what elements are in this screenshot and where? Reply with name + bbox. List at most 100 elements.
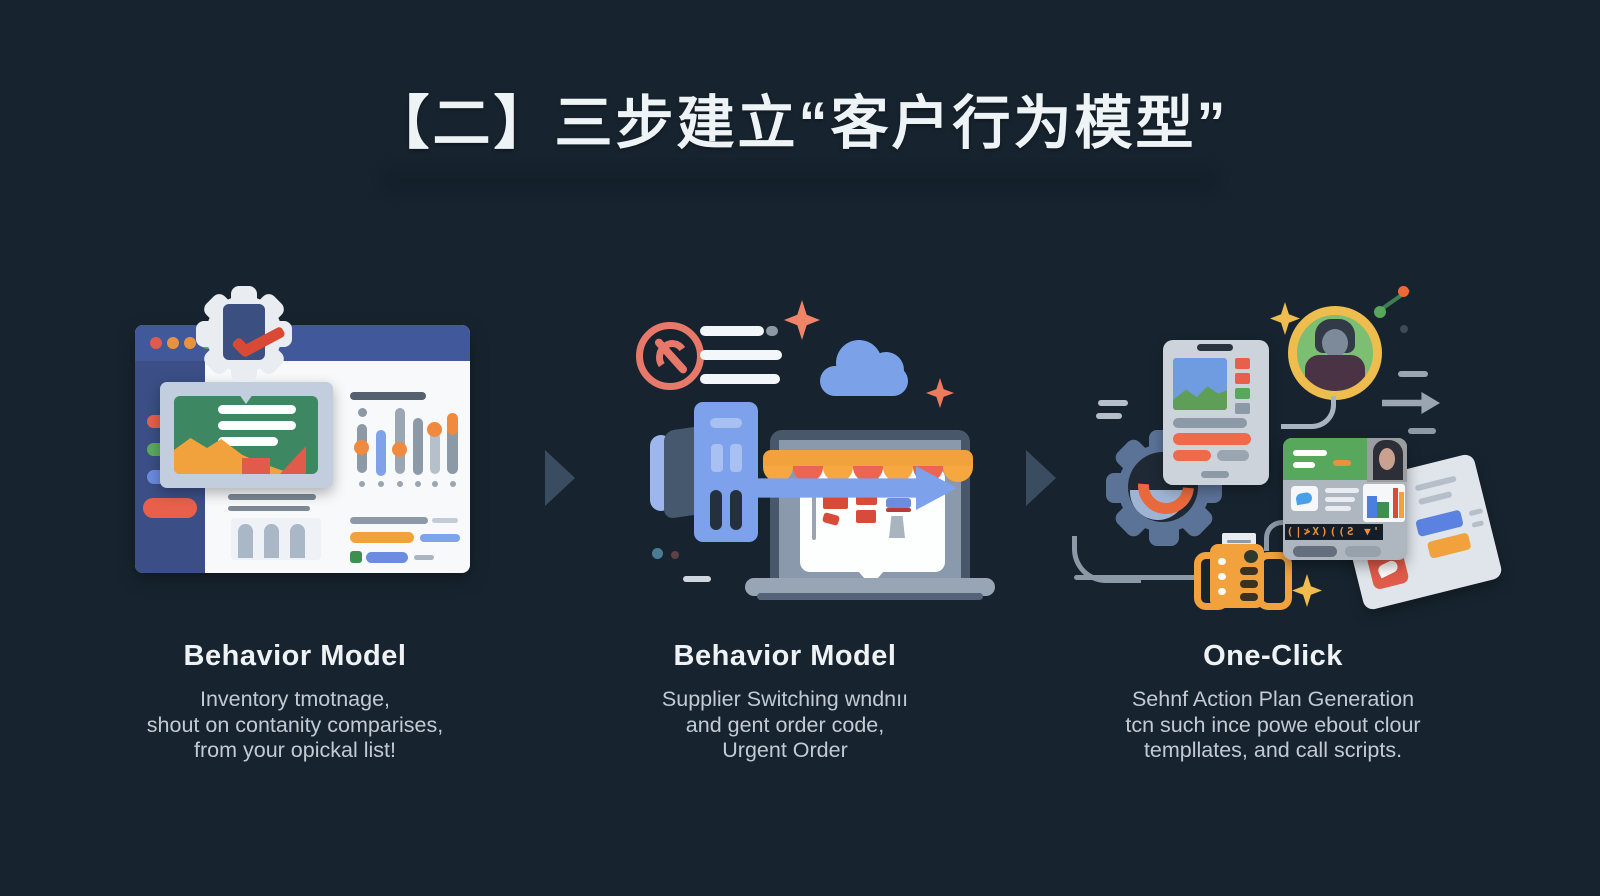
node-dot-orange xyxy=(1398,286,1409,297)
laptop-base-shadow xyxy=(757,593,983,600)
column xyxy=(290,524,305,558)
chart-bar xyxy=(413,418,423,475)
progress-bar-orange xyxy=(350,532,414,543)
chart-bar xyxy=(447,416,458,474)
axis-dot xyxy=(359,481,365,487)
slide-title: 【二】三步建立“客户行为模型” xyxy=(371,91,1229,156)
cable xyxy=(1074,575,1196,580)
chart-title-bar xyxy=(350,392,426,400)
dash-line xyxy=(1098,400,1128,406)
axis-dot xyxy=(378,481,384,487)
gear-icon xyxy=(196,286,292,382)
chevron-right-icon xyxy=(1026,450,1056,506)
step-1-heading: Behavior Model xyxy=(183,640,407,672)
caption-line: Supplier Switching wndnıı xyxy=(661,687,909,711)
card-notch xyxy=(236,396,256,404)
cable xyxy=(1072,536,1141,583)
caption-line: Urgent Order xyxy=(722,738,848,762)
caption-line: from your opickal list! xyxy=(194,738,396,762)
avatar-icon xyxy=(1288,306,1382,400)
caption-line: Inventory tmotnage, xyxy=(199,687,391,711)
chart-bar xyxy=(395,408,405,474)
image-thumbnail xyxy=(1173,358,1227,410)
column xyxy=(238,524,253,558)
progress-track xyxy=(350,517,428,524)
decor-dot xyxy=(671,551,679,559)
axis-dot xyxy=(397,481,403,487)
decor-line xyxy=(683,576,711,582)
text-line xyxy=(228,506,310,511)
title-shadow xyxy=(380,168,1220,194)
window-dot xyxy=(167,337,179,349)
progress-bar-blue xyxy=(420,534,460,542)
storefront-awning xyxy=(763,450,973,466)
laptop-base xyxy=(745,578,995,596)
step-3-heading: One-Click xyxy=(1203,640,1343,672)
profile-photo xyxy=(1367,438,1407,482)
chevron-right-icon xyxy=(545,450,575,506)
caption-line: and gent order code, xyxy=(685,712,885,737)
sidebar-item xyxy=(143,498,197,518)
area-chart-orange xyxy=(174,438,292,474)
window-dot xyxy=(150,337,162,349)
decor-dot xyxy=(652,548,663,559)
menu-lines-icon xyxy=(700,350,782,360)
chart-marker xyxy=(427,422,442,437)
node-dot-dark xyxy=(1400,325,1408,333)
chart-bar xyxy=(430,432,440,474)
checkmark-icon xyxy=(226,320,286,360)
card-line xyxy=(218,405,296,414)
menu-lines-icon xyxy=(700,374,780,384)
column xyxy=(264,524,279,558)
caption-line: shout on contanity comparises, xyxy=(146,712,444,737)
sparkle-icon xyxy=(926,378,954,408)
twitter-badge xyxy=(1291,486,1318,511)
cable xyxy=(1264,520,1289,551)
step-1-caption: Behavior Model Inventory tmotnage, shout… xyxy=(90,640,500,764)
card-line xyxy=(218,437,278,446)
avatar-connector xyxy=(1281,396,1336,429)
chart-dot xyxy=(358,408,367,417)
progress-bar-blue xyxy=(366,552,408,563)
progress-track xyxy=(414,555,434,560)
no-phone-icon xyxy=(636,322,704,390)
social-card: (|≯X)((Ƨ ▼' xyxy=(1283,438,1407,560)
node-dot-green xyxy=(1374,306,1386,318)
step-2-heading: Behavior Model xyxy=(673,640,897,672)
card-line xyxy=(218,421,296,430)
dash-line xyxy=(1096,413,1122,419)
text-line xyxy=(228,494,316,500)
dash-line xyxy=(1408,428,1436,434)
progress-track xyxy=(432,518,458,523)
legend-swatch xyxy=(350,551,362,563)
menu-lines-icon xyxy=(700,326,764,336)
area-chart-red xyxy=(280,446,306,474)
device-icon xyxy=(1190,530,1292,612)
axis-dot xyxy=(415,481,421,487)
arrow-right-icon xyxy=(1382,392,1440,414)
step-3-caption: One-Click Sehnf Action Plan Generation t… xyxy=(1068,640,1478,764)
caption-line: templlates, and call scripts. xyxy=(1143,738,1403,762)
sparkle-icon xyxy=(1292,574,1322,607)
step-2-caption: Behavior Model Supplier Switching wndnıı… xyxy=(580,640,990,764)
axis-dot xyxy=(450,481,456,487)
menu-line-tip xyxy=(766,326,778,336)
tablet-icon xyxy=(1163,340,1269,485)
glyph-band: (|≯X)((Ƨ ▼' xyxy=(1285,524,1383,540)
building-icon xyxy=(694,402,758,542)
sparkle-icon xyxy=(784,300,820,340)
area-chart-red xyxy=(242,458,270,474)
chart-marker xyxy=(354,440,369,455)
twitter-bird-icon xyxy=(1295,491,1313,506)
caption-line: Sehnf Action Plan Generation xyxy=(1131,687,1415,711)
report-card xyxy=(174,396,318,474)
chart-bar xyxy=(376,430,386,476)
mini-chart xyxy=(1363,484,1405,522)
dash-line xyxy=(1398,371,1428,377)
glyph-band-text: (|≯X)((Ƨ ▼' xyxy=(1286,525,1382,538)
window-dot xyxy=(184,337,196,349)
cloud-icon xyxy=(818,340,910,398)
caption-line: tcn such ince powe ebout clour xyxy=(1125,712,1421,737)
chart-marker xyxy=(392,442,407,457)
axis-dot xyxy=(432,481,438,487)
